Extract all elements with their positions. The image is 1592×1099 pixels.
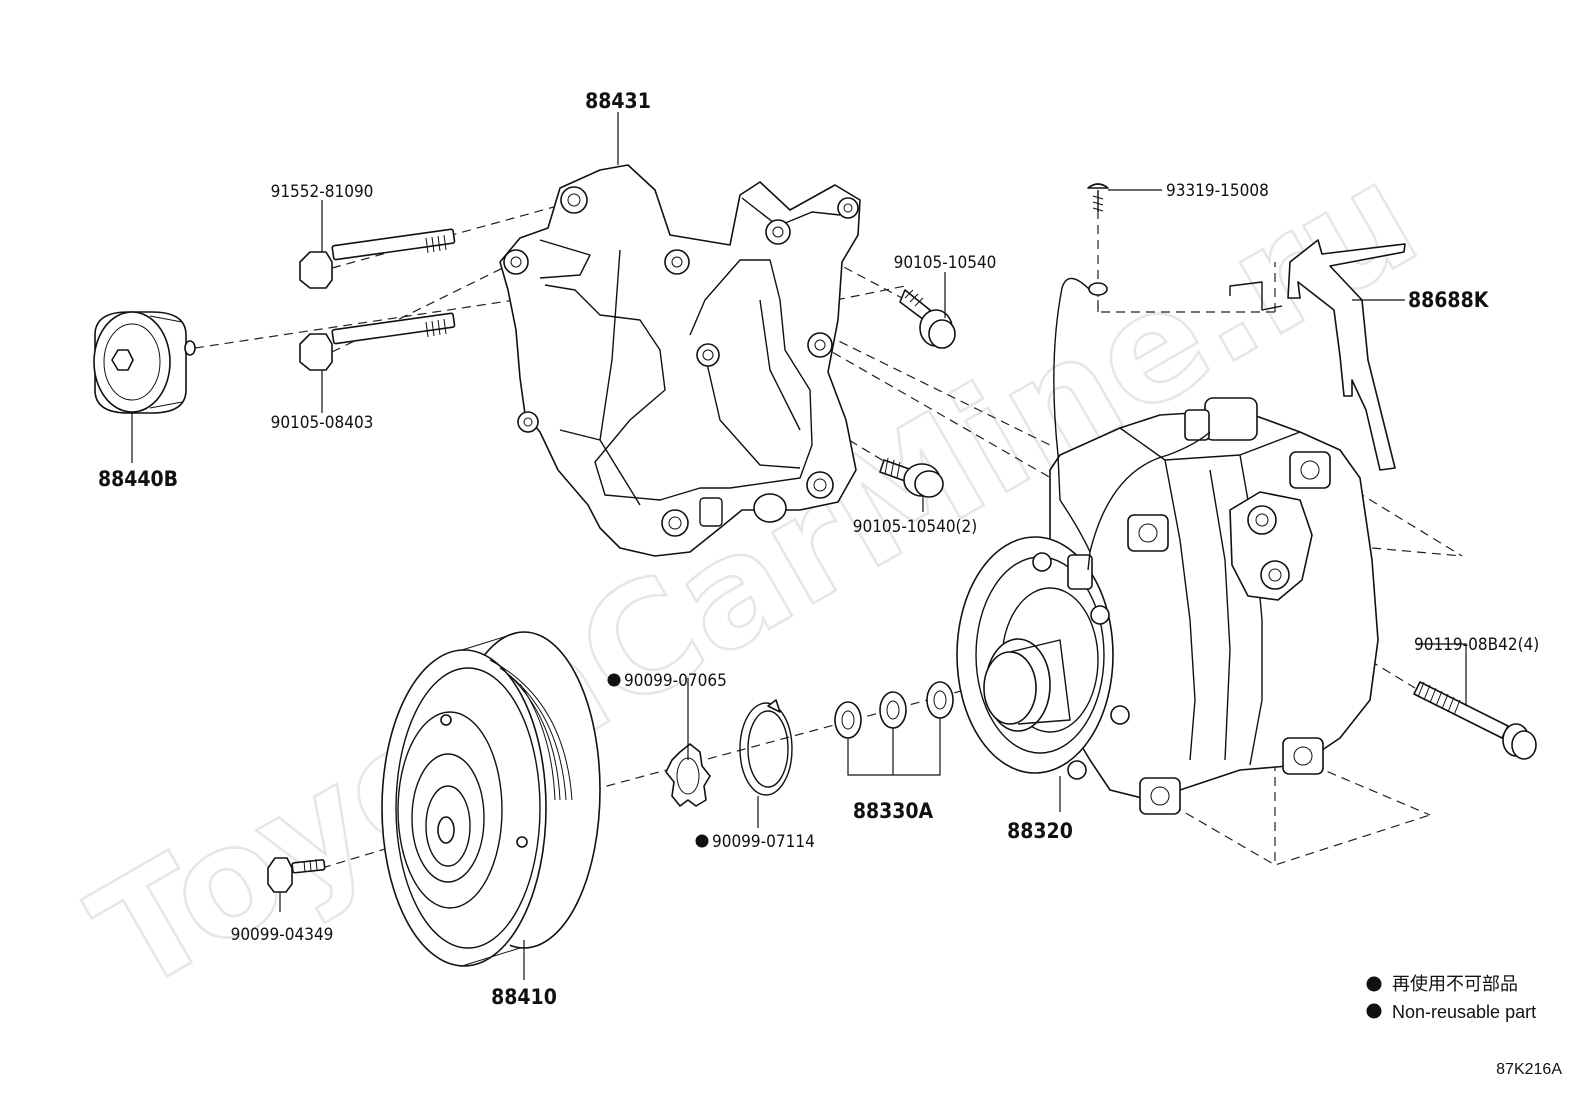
label-88688K: 88688K [1408, 288, 1490, 312]
label-88410: 88410 [491, 985, 557, 1009]
label-90099-04349: 90099-04349 [231, 925, 334, 945]
label-90099-07114: 90099-07114 [712, 832, 815, 852]
snap-ring-90099-07114 [739, 699, 793, 796]
label-88330A: 88330A [853, 799, 934, 823]
non-reusable-dot-07114 [695, 834, 709, 848]
compressor [956, 277, 1379, 815]
label-88431: 88431 [585, 89, 651, 113]
label-90105-08403: 90105-08403 [271, 413, 374, 433]
shims [834, 681, 954, 739]
part-labels: 88431 91552-81090 90105-08403 88440B 901… [98, 89, 1539, 1009]
bolt-91552-81090 [299, 228, 456, 289]
legend-english: Non-reusable part [1392, 1002, 1536, 1022]
snap-ring-90099-07065 [665, 743, 711, 807]
screw-93319-15008 [1087, 183, 1109, 212]
bolt-90105-08403 [299, 312, 456, 371]
label-88320: 88320 [1007, 819, 1073, 843]
compressor-bracket [499, 164, 861, 557]
legend-japanese: 再使用不可部品 [1392, 974, 1518, 994]
legend: 再使用不可部品 Non-reusable part [1366, 974, 1536, 1022]
clutch-pulley [381, 631, 601, 967]
figure-code: 87K216A [1496, 1061, 1562, 1078]
label-90105-10540-2: 90105-10540(2) [853, 517, 977, 537]
bolt-90105-10540 [899, 289, 956, 349]
bolt-90105-10540-2 [879, 457, 944, 498]
label-91552-81090: 91552-81090 [271, 182, 374, 202]
wire-bracket-88688K [1229, 239, 1406, 471]
label-90099-07065: 90099-07065 [624, 671, 727, 691]
non-reusable-dot-07065 [607, 673, 621, 687]
leader-lines [131, 112, 1467, 980]
bolt-90119-08B42 [1413, 681, 1537, 760]
legend-dot-en [1366, 1003, 1382, 1019]
label-90119-08B42-4: 90119-08B42(4) [1414, 635, 1539, 655]
label-93319-15008: 93319-15008 [1166, 181, 1269, 201]
label-88440B: 88440B [98, 467, 178, 491]
idler-pulley [93, 311, 196, 414]
bolt-90099-04349 [267, 857, 326, 893]
legend-dot-jp [1366, 976, 1382, 992]
label-90105-10540: 90105-10540 [894, 253, 997, 273]
